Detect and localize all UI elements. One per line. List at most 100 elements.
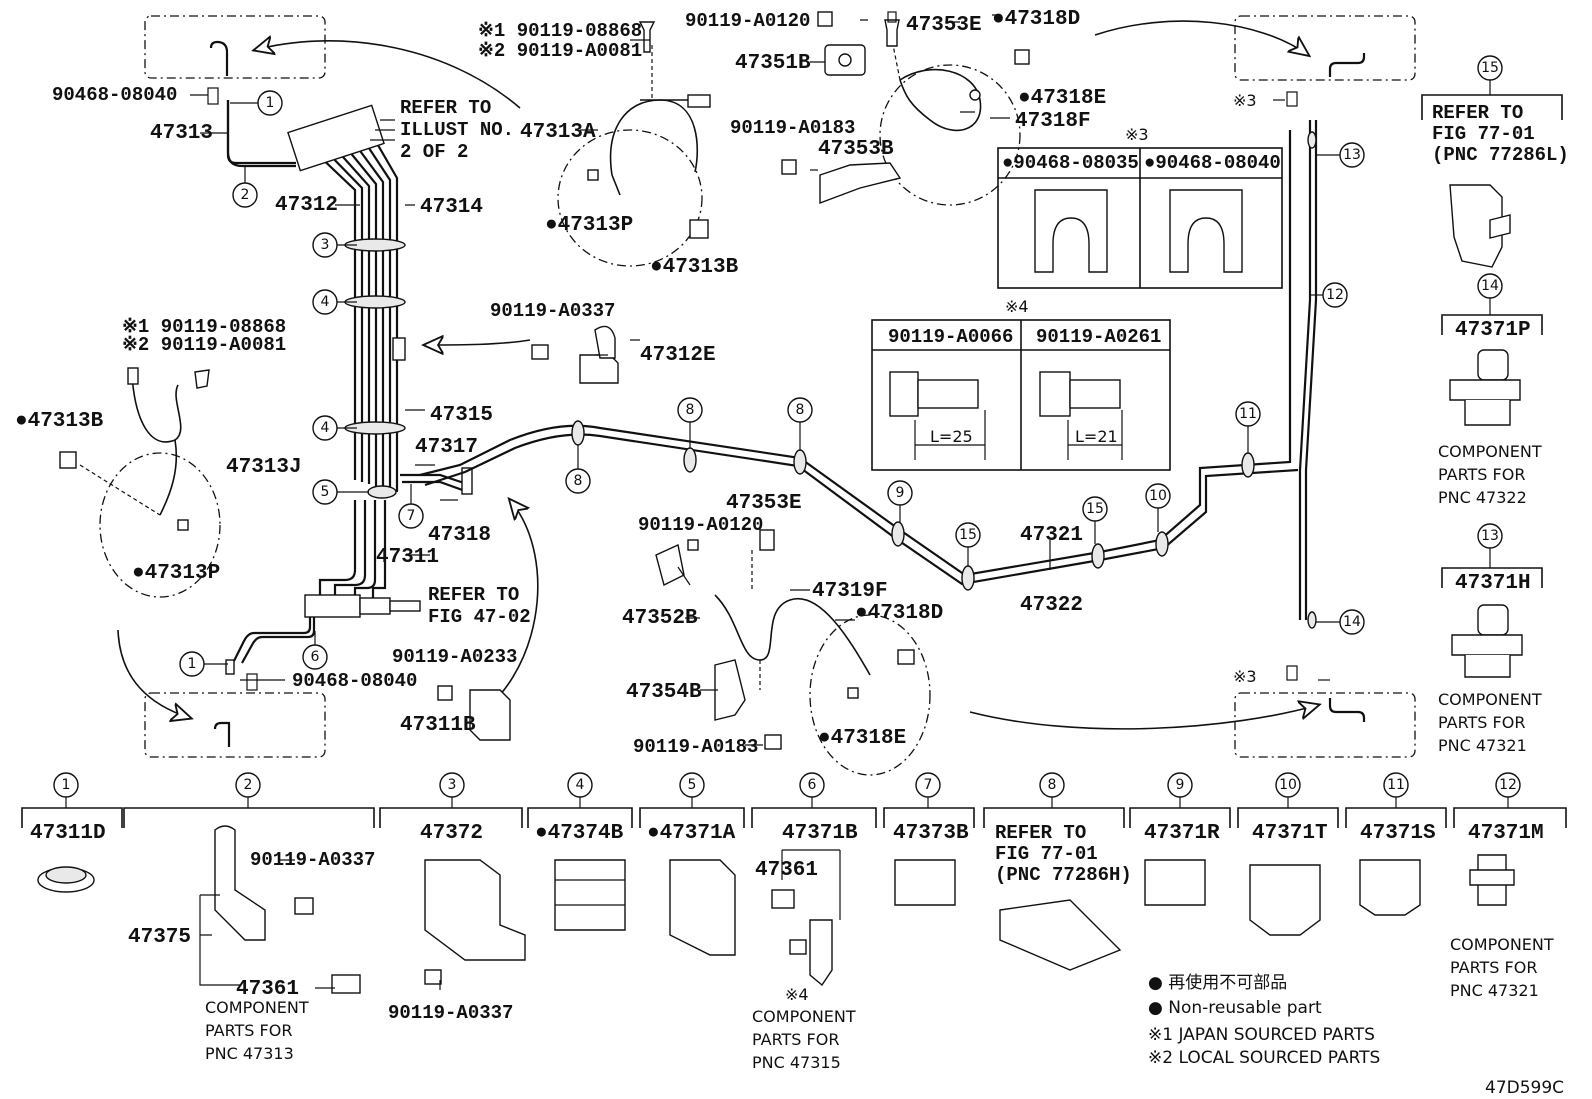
bottom-part-4: ●47374B [535,822,624,845]
label-47318F: 47318F [1015,110,1091,133]
callout-2a: 2 [232,182,258,208]
bottom-12-comp-c: PNC 47321 [1450,981,1539,1000]
label-47315: 47315 [430,404,493,427]
bottom-callout-12: 12 [1495,772,1521,808]
svg-text:9: 9 [896,485,905,501]
bottom-12-comp-b: PARTS FOR [1450,958,1537,977]
label-l25: L=25 [930,427,973,446]
svg-text:13: 13 [1343,147,1361,163]
svg-text:12: 12 [1499,777,1517,793]
label-90119-a0337-mid: 90119-A0337 [490,300,615,322]
bottom-2-comp-b: PARTS FOR [205,1021,292,1040]
bottom-callout-5: 5 [679,772,705,808]
bottom-6-comp-b: PARTS FOR [752,1030,839,1049]
label-47313P-top: ●47313P [545,214,633,237]
svg-text:11: 11 [1387,777,1405,793]
svg-text:13: 13 [1481,528,1499,544]
bottom-2-comp-a: COMPONENT [205,998,309,1017]
bottom-part-3: 47372 [420,822,483,845]
svg-text:3: 3 [448,777,457,793]
label-r-refer-1: REFER TO [1432,102,1523,124]
label-refer-illust-1: REFER TO [400,97,491,119]
bottom-2-90119-a0337: 90119-A0337 [250,849,375,871]
detail-box-top-left [144,15,326,79]
label-47318D-mid: ●47318D [855,602,943,625]
callout-10: 10 [1145,483,1171,509]
label-r-refer-2: FIG 77-01 [1432,123,1535,145]
bottom-callout-1: 1 [53,772,79,808]
callout-11: 11 [1235,401,1261,427]
bottom-part-12: 47371M [1468,822,1544,845]
label-47371H: 47371H [1455,572,1531,595]
bottom-callout-8: 8 [1039,772,1065,808]
legend-local-sourced: ※2 LOCAL SOURCED PARTS [1148,1048,1380,1068]
svg-text:14: 14 [1343,614,1361,630]
bottom-part-5: ●47371A [647,822,736,845]
svg-text:4: 4 [576,777,585,793]
bottom-callout-11: 11 [1383,772,1409,808]
detail-box-top-right [1234,15,1416,81]
bottom-6-x4: ※4 [785,985,809,1004]
svg-text:9: 9 [1176,777,1185,793]
bottom-callout-2: 2 [235,772,261,808]
callout-6: 6 [302,644,328,670]
label-comp1-a: COMPONENT [1438,442,1542,461]
label-47321: 47321 [1020,524,1083,547]
flex-hose-47313J [59,367,221,598]
label-47322: 47322 [1020,594,1083,617]
bottom-12-comp-a: COMPONENT [1450,935,1554,954]
svg-text:4: 4 [321,420,330,436]
bottom-8-ref-1: REFER TO [995,822,1086,844]
label-47311B: 47311B [400,714,476,737]
label-x3-top: ※3 [1233,91,1257,110]
label-x1-90119-08868-top: ※1 90119-08868 [478,20,642,42]
legend-japanese: ● 再使用不可部品 [1148,972,1287,993]
label-47354B: 47354B [626,681,702,704]
bolt-detail-x4 [871,319,1171,471]
clip-47371H [1451,604,1523,678]
label-47312: 47312 [275,194,338,217]
bottom-2-47375: 47375 [128,926,191,949]
bottom-8-ref-2: FIG 77-01 [995,843,1098,865]
bottom-part-11: 47371S [1360,822,1436,845]
label-47353E-top: 47353E [906,14,982,37]
clip-detail-x3 [997,147,1283,289]
label-47318D-top: ●47318D [992,8,1080,31]
callout-1b: 1 [179,651,205,677]
bottom-6-comp-c: PNC 47315 [752,1053,841,1072]
bottom-part-7: 47373B [893,822,969,845]
callout-14: 14 [1339,609,1365,635]
label-90119-a0120-mid: 90119-A0120 [638,514,763,536]
label-l21: L=21 [1075,427,1118,446]
svg-text:1: 1 [62,777,71,793]
callout-circles: 1 2 3 4 4 5 7 6 1 8 8 8 9 15 15 10 11 13 [179,55,1503,677]
label-comp1-b: PARTS FOR [1438,465,1525,484]
label-90119-a0183-mid: 90119-A0183 [633,736,758,758]
bottom-callout-7: 7 [915,772,941,808]
callout-side-14: 14 [1477,273,1503,299]
callout-1a: 1 [257,90,283,116]
callout-15a: 15 [955,522,981,548]
svg-text:10: 10 [1279,777,1297,793]
bottom-2-47361: 47361 [236,978,299,1001]
figure-code: 47D599C [1485,1078,1564,1098]
label-comp2-a: COMPONENT [1438,690,1542,709]
label-90119-a0183-top: 90119-A0183 [730,117,855,139]
label-x2-90119-a0081-top: ※2 90119-A0081 [478,40,642,62]
brake-tube-47321-47322 [419,120,1318,629]
label-r-refer-3: (PNC 77286L) [1432,144,1569,166]
callout-13: 13 [1339,142,1365,168]
label-47313J: 47313J [226,456,302,479]
svg-text:15: 15 [959,527,977,543]
label-refer-fig4702-2: FIG 47-02 [428,606,531,628]
label-x2-90119-a0081-left: ※2 90119-A0081 [122,334,286,356]
label-refer-fig4702-1: REFER TO [428,584,519,606]
label-47353B: 47353B [818,138,894,161]
callout-8a: 8 [565,468,591,494]
svg-text:8: 8 [574,473,583,489]
bottom-part-6: 47371B [782,822,858,845]
svg-text:1: 1 [266,95,275,111]
callout-4a: 4 [312,289,338,315]
svg-text:14: 14 [1481,278,1499,294]
